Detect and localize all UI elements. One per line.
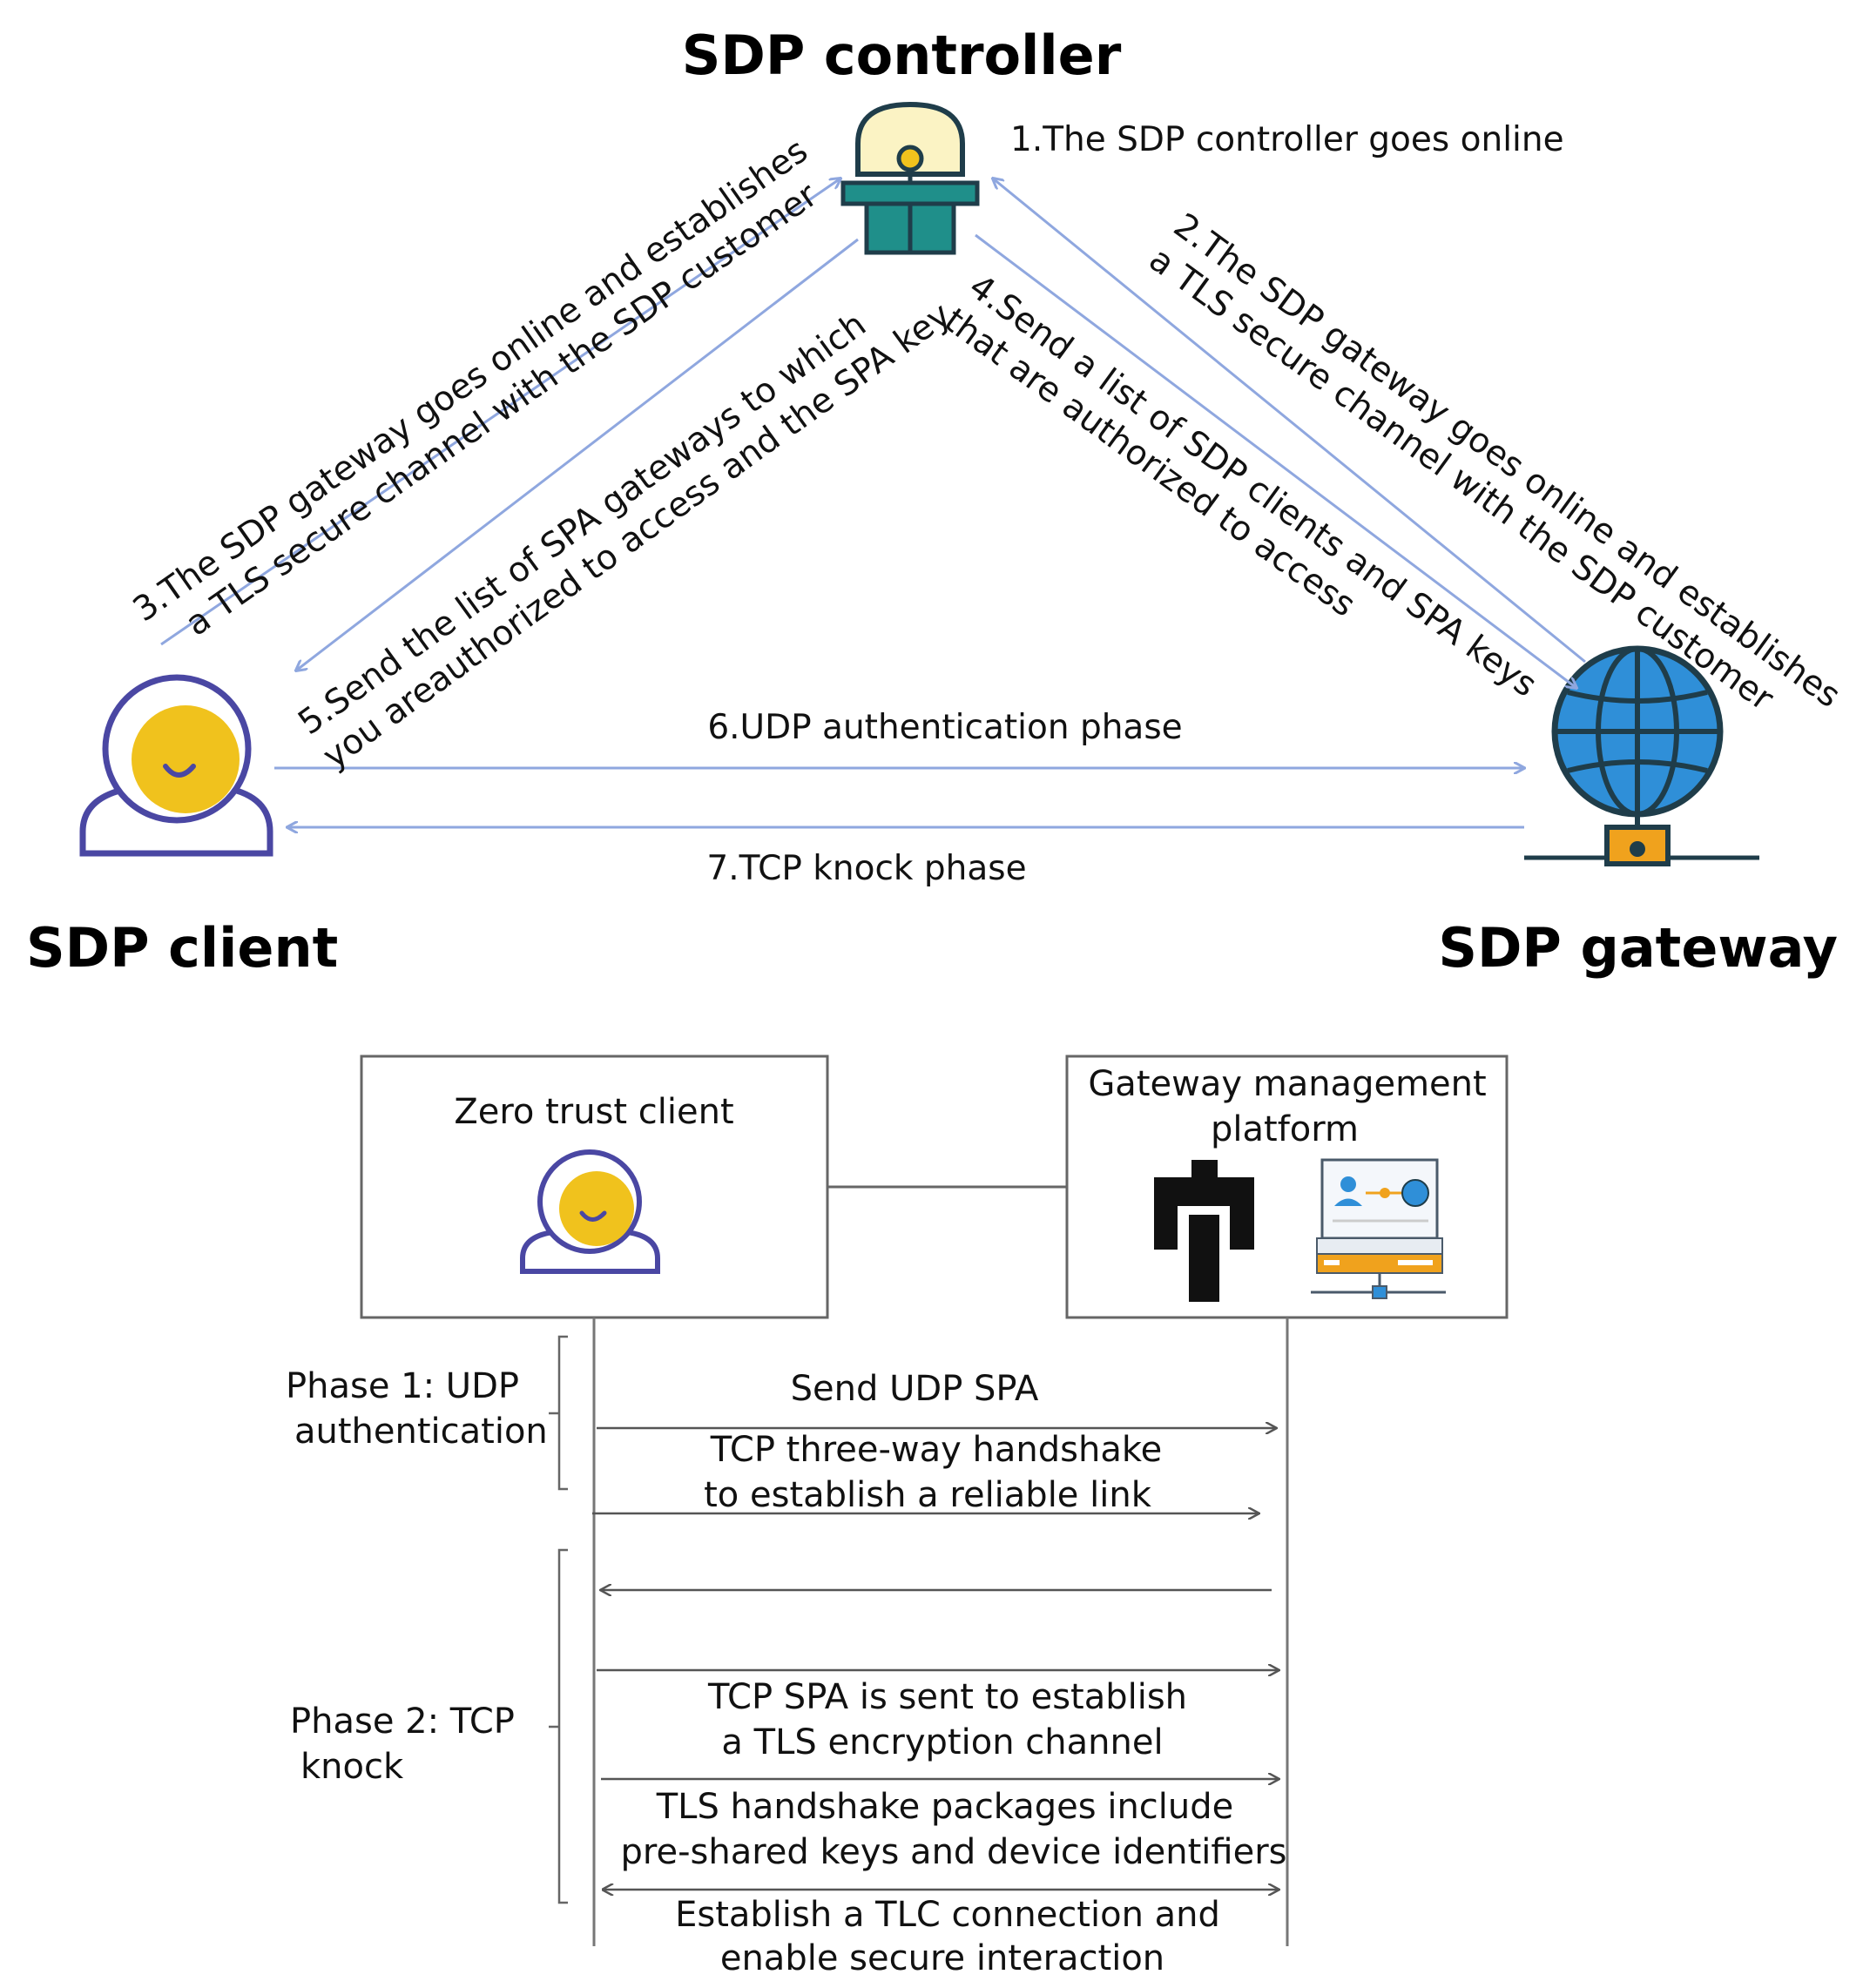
step-3-label-line1: 3.The SDP gateway goes online and establ… xyxy=(126,131,815,630)
arrow-controller-to-gateway xyxy=(975,233,1576,688)
msg-tcp-handshake-label-line2: to establish a reliable link xyxy=(704,1475,1152,1515)
step-6-label: 6.UDP authentication phase xyxy=(707,708,1182,747)
msg-tls-connection-label-line1: Establish a TLC connection and xyxy=(675,1895,1220,1935)
phase2-bracket xyxy=(549,1548,568,1904)
phase1-label-line2: authentication xyxy=(294,1412,548,1452)
msg-tls-handshake-label-line2: pre-shared keys and device identifiers xyxy=(621,1832,1287,1872)
step-7-label: 7.TCP knock phase xyxy=(706,849,1026,888)
client-title: SDP client xyxy=(26,916,338,980)
msg-tcp-spa-label-line1: TCP SPA is sent to establish xyxy=(707,1677,1187,1717)
arrow-client-to-controller xyxy=(160,179,840,646)
client-avatar-icon xyxy=(520,1149,660,1274)
phase2-label-line1: Phase 2: TCP xyxy=(290,1702,515,1742)
globe-network-icon xyxy=(1524,645,1759,866)
gateway-title: SDP gateway xyxy=(1438,916,1838,980)
arrow-controller-to-client xyxy=(296,238,859,671)
network-plug-icon xyxy=(1154,1160,1254,1302)
phase1-bracket xyxy=(549,1335,568,1491)
client-box-title: Zero trust client xyxy=(454,1092,733,1132)
gateway-box-title-line2: platform xyxy=(1211,1109,1359,1149)
controller-title: SDP controller xyxy=(682,24,1122,87)
msg-tcp-handshake-label-line1: TCP three-way handshake xyxy=(710,1430,1162,1470)
phase1-label-line1: Phase 1: UDP xyxy=(286,1366,519,1406)
phase2-label-line2: knock xyxy=(300,1747,404,1787)
msg-send-udp-spa-label: Send UDP SPA xyxy=(791,1369,1039,1409)
step-2-label-line1: 2.The SDP gateway goes online and establ… xyxy=(1166,206,1847,716)
arrow-gateway-to-controller xyxy=(993,179,1586,664)
alarm-light-icon xyxy=(840,101,980,255)
step-1-label: 1.The SDP controller goes online xyxy=(1010,120,1564,159)
gateway-box-title-line1: Gateway management xyxy=(1088,1064,1486,1104)
step-5-label-line2: you areauthorized to access and the SPA … xyxy=(316,295,958,777)
msg-tls-handshake-label-line1: TLS handshake packages include xyxy=(656,1787,1234,1827)
server-dashboard-icon xyxy=(1311,1158,1446,1299)
msg-tcp-spa-label-line2: a TLS encryption channel xyxy=(721,1722,1163,1762)
user-avatar-icon xyxy=(79,674,273,857)
msg-tls-connection-label-line2: enable secure interaction xyxy=(720,1938,1164,1978)
